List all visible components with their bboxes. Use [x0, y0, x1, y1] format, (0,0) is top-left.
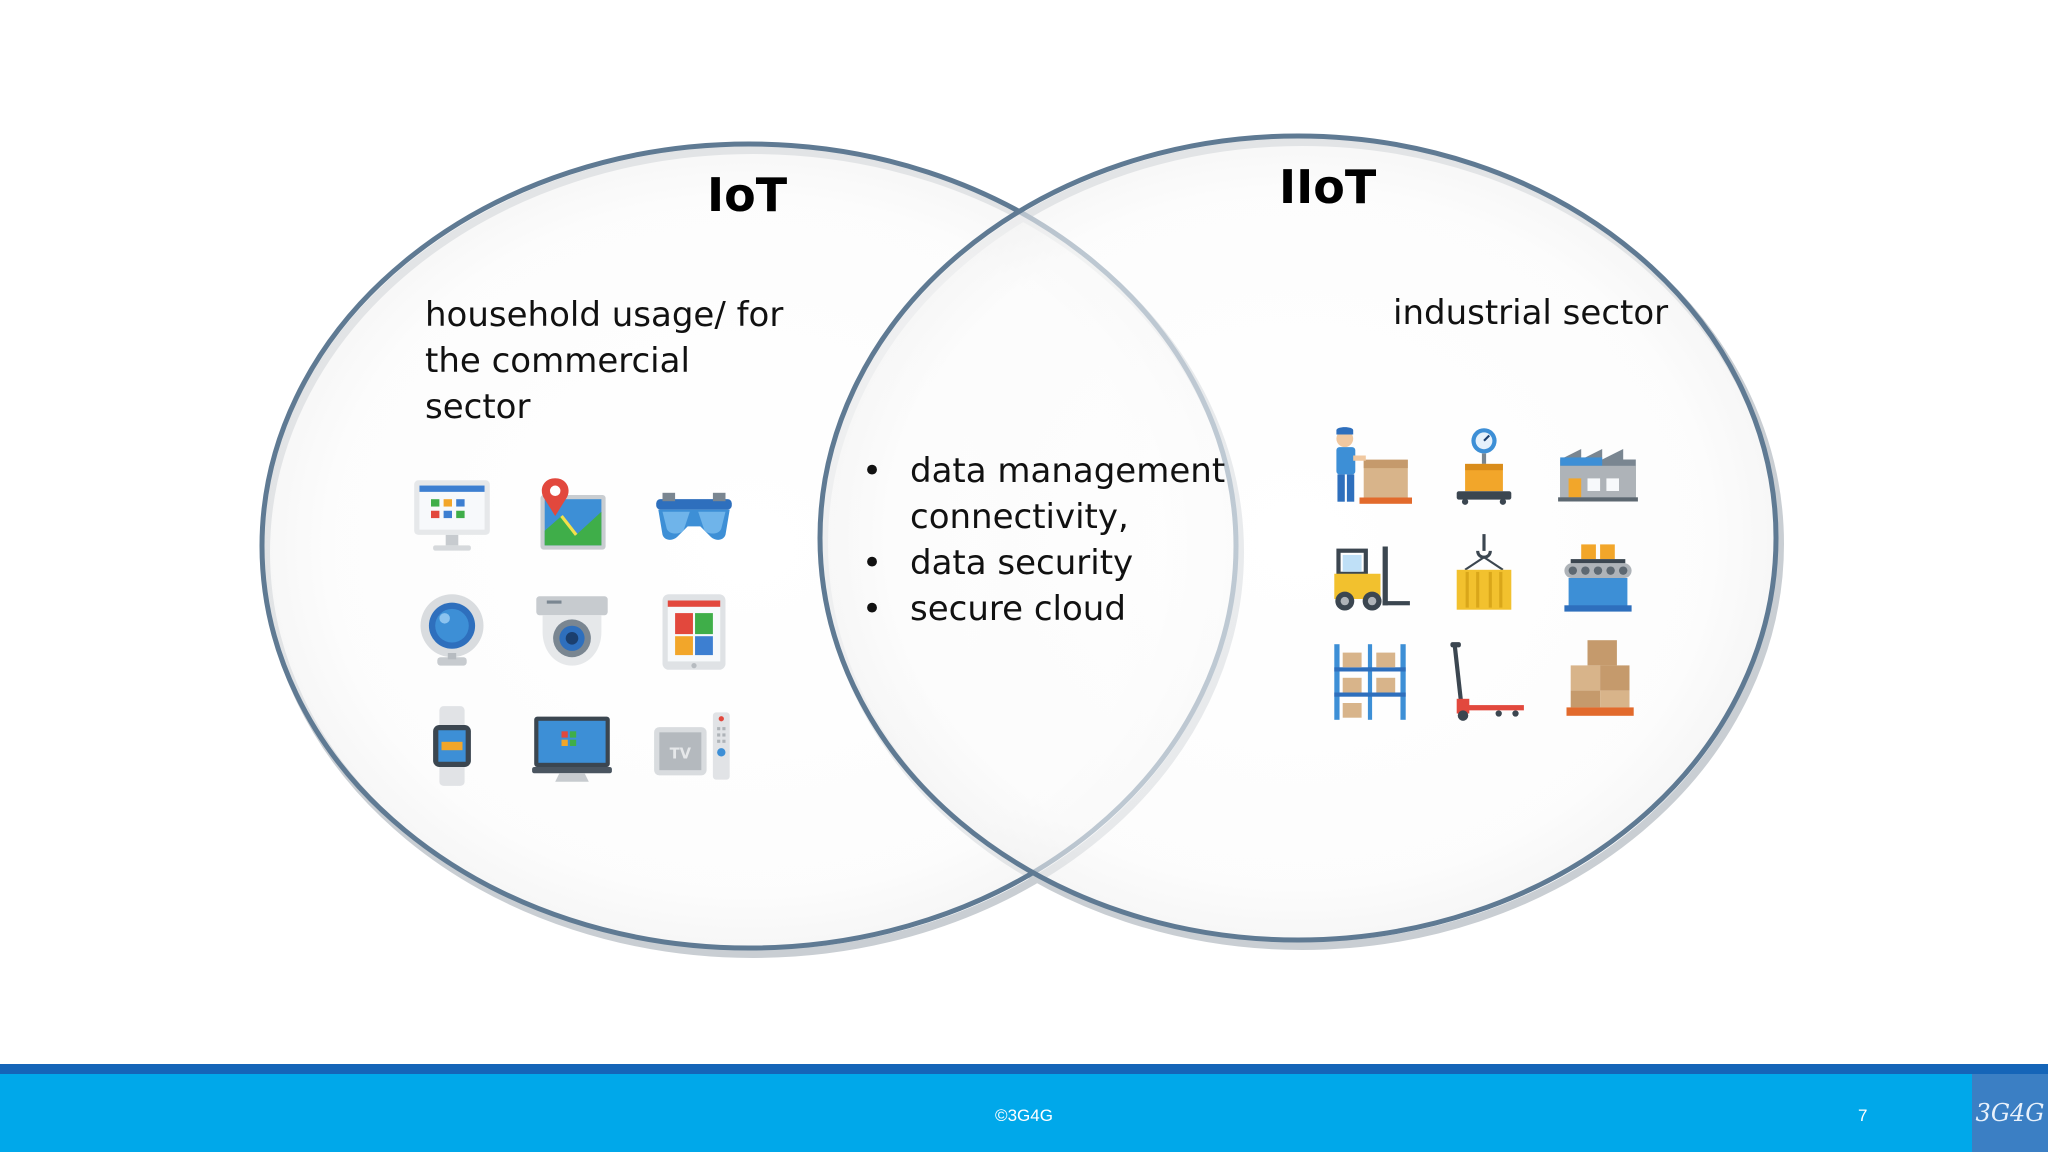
iot-description-line: sector [425, 387, 531, 427]
iot-description-line: the commercial [425, 341, 690, 381]
brand-logo: 3G4G [1972, 1074, 2048, 1152]
laptop-icon [530, 704, 614, 788]
iot-description-line: household usage/ for [425, 295, 784, 335]
conveyor-belt-icon [1556, 536, 1640, 620]
storage-rack-icon [1328, 640, 1412, 724]
smart-glasses-icon [652, 476, 736, 560]
iot-description: household usage/ for the commercial sect… [425, 292, 783, 430]
weighing-scale-icon [1442, 424, 1526, 508]
footer-bar [0, 1074, 2048, 1152]
overlap-item: secure cloud [862, 586, 1225, 632]
overlap-item: data management [862, 448, 1225, 494]
iiot-title: IIoT [1279, 160, 1377, 214]
forklift-icon [1328, 536, 1412, 620]
overlap-item: data security [862, 540, 1225, 586]
iiot-description: industrial sector [1393, 293, 1669, 333]
webcam-icon [410, 590, 494, 674]
tablet-icon [652, 590, 736, 674]
map-location-icon [530, 474, 614, 558]
crane-container-icon [1442, 532, 1526, 616]
iot-title: IoT [707, 168, 788, 222]
smartwatch-icon [410, 704, 494, 788]
page-number: 7 [1858, 1106, 1868, 1125]
overlap-list: data management connectivity, data secur… [862, 448, 1225, 632]
computer-monitor-icon [410, 474, 494, 558]
tv-remote-icon: TV [652, 704, 736, 788]
footer-copyright: ©3G4G [995, 1106, 1053, 1125]
pallet-jack-icon [1442, 640, 1526, 724]
overlap-item: connectivity, [910, 497, 1129, 537]
footer-accent-line [0, 1064, 2048, 1074]
security-camera-icon [530, 590, 614, 674]
stacked-boxes-icon [1556, 636, 1640, 720]
svg-text:TV: TV [670, 746, 692, 763]
iiot-circle [817, 133, 1779, 943]
warehouse-worker-icon [1328, 424, 1412, 508]
factory-icon [1556, 428, 1640, 512]
